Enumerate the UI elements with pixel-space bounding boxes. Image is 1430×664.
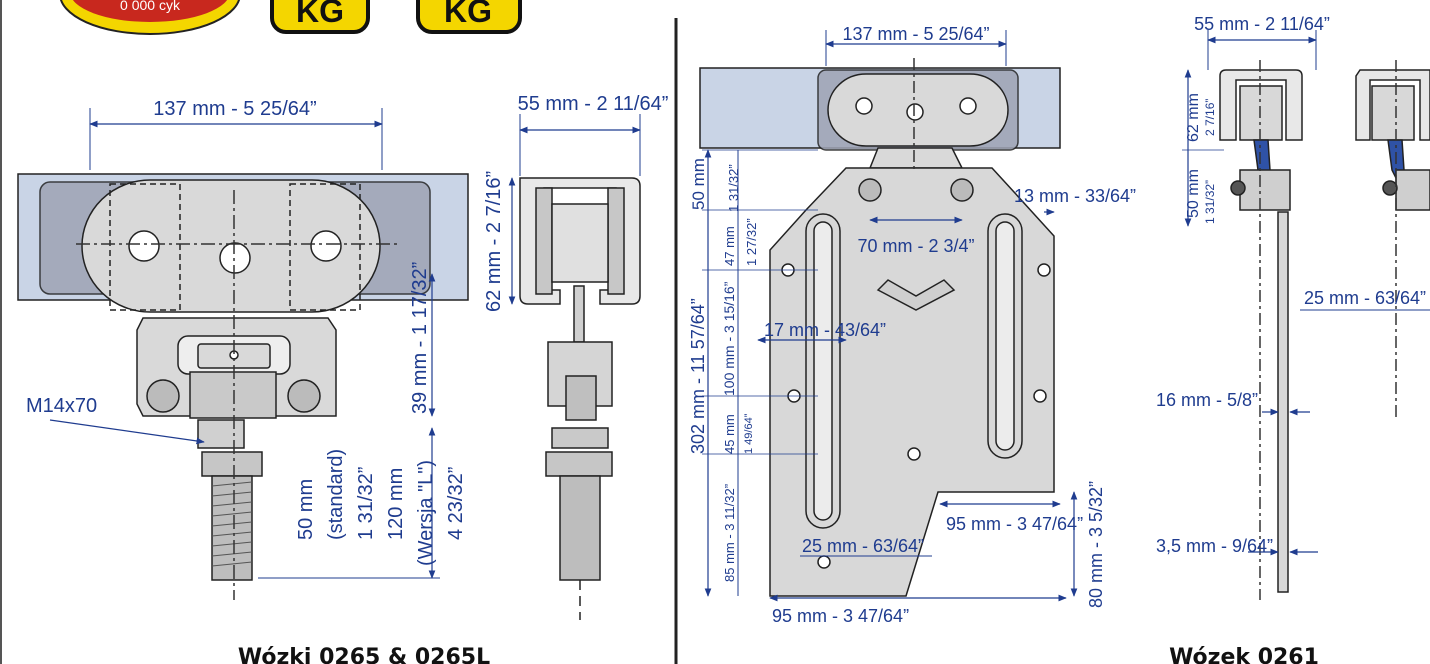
weight-badge-1: KG [270,0,370,34]
dim-mid-17: 17 mm - 43/64” [757,320,886,344]
trolley-0261-side-2 [1355,60,1430,420]
trolley-side-view [519,177,641,620]
dim-mid-13: 13 mm - 33/64” [1014,186,1136,216]
svg-text:47 mm: 47 mm [722,226,737,266]
trolley-0261-side [1219,60,1303,600]
svg-text:1 49/64”: 1 49/64” [743,413,755,454]
dim-mid-95-inner: 95 mm - 3 47/64” [939,500,1083,534]
dim-left-137: 137 mm - 5 25/64” [89,98,383,170]
svg-text:302 mm - 11 57/64”: 302 mm - 11 57/64” [688,298,708,454]
dim-left-55: 55 mm - 2 11/64” [518,93,669,176]
svg-text:100 mm - 3 15/16”: 100 mm - 3 15/16” [721,281,737,396]
svg-text:70 mm - 2 3/4”: 70 mm - 2 3/4” [857,236,974,256]
weight-badge-2: KG [416,0,522,34]
dim-left-39: 39 mm - 1 17/32” [409,262,436,417]
svg-text:137 mm - 5 25/64”: 137 mm - 5 25/64” [842,24,989,44]
svg-text:2 7/16”: 2 7/16” [1203,99,1217,136]
svg-text:50 mm: 50 mm [689,158,708,210]
dim-mid-80: 80 mm - 3 5/32” [1070,481,1106,608]
dim-mid-vertical-stack: 50 mm 1 31/32” 47 mm 1 27/32” 302 mm - 1… [688,149,818,597]
dim-left-50-120: 50 mm (standard) 1 31/32” 120 mm (Wersja… [258,427,467,579]
svg-text:16 mm - 5/8”: 16 mm - 5/8” [1156,390,1258,410]
dim-mid-137: 137 mm - 5 25/64” [825,24,1007,66]
svg-text:17 mm - 43/64”: 17 mm - 43/64” [764,320,886,340]
svg-text:55 mm - 2 11/64”: 55 mm - 2 11/64” [518,93,669,115]
svg-text:85 mm - 3 11/32”: 85 mm - 3 11/32” [722,484,737,582]
mounting-plate [699,58,1061,597]
svg-text:1 31/32”: 1 31/32” [355,467,377,540]
svg-text:13 mm - 33/64”: 13 mm - 33/64” [1014,186,1136,206]
svg-text:1 31/32”: 1 31/32” [726,164,741,212]
svg-text:55 mm - 2 11/64”: 55 mm - 2 11/64” [1194,14,1330,34]
dim-mid-95-bottom: 95 mm - 3 47/64” [769,594,1067,626]
svg-text:KG: KG [444,0,492,29]
dim-right-16: 16 mm - 5/8” [1156,390,1310,416]
svg-text:95 mm - 3 47/64”: 95 mm - 3 47/64” [946,514,1083,534]
svg-text:4 23/32”: 4 23/32” [445,467,467,540]
svg-text:120 mm: 120 mm [385,468,407,540]
dim-right-3-5: 3,5 mm - 9/64” [1156,536,1318,556]
svg-text:(Wersja "L"): (Wersja "L") [415,460,437,566]
svg-text:3,5 mm - 9/64”: 3,5 mm - 9/64” [1156,536,1273,556]
caption-left: Wózki 0265 & 0265L [238,645,490,664]
svg-text:25 mm - 63/64”: 25 mm - 63/64” [1304,288,1426,308]
svg-text:62 mm - 2 7/16”: 62 mm - 2 7/16” [483,171,505,312]
dim-right-55: 55 mm - 2 11/64” [1194,14,1330,70]
caption-right: Wózek 0261 [1169,645,1319,664]
dim-mid-70: 70 mm - 2 3/4” [857,216,975,256]
dim-right-25: 25 mm - 63/64” [1300,288,1430,311]
svg-text:0 000 cyk: 0 000 cyk [120,0,181,13]
cycles-badge: 0 000 cyk [59,0,241,35]
svg-text:1 31/32”: 1 31/32” [1203,180,1217,224]
dim-right-62-50: 62 mm 2 7/16” 50 mm 1 31/32” [1182,69,1224,227]
svg-text:39 mm - 1 17/32”: 39 mm - 1 17/32” [409,262,431,414]
trolley-front-view [17,173,469,600]
svg-text:25 mm - 63/64”: 25 mm - 63/64” [802,536,924,556]
svg-text:95 mm - 3 47/64”: 95 mm - 3 47/64” [772,606,909,626]
svg-text:M14x70: M14x70 [26,395,97,417]
dim-mid-25: 25 mm - 63/64” [800,536,932,557]
svg-text:KG: KG [296,0,344,29]
svg-text:137 mm - 5 25/64”: 137 mm - 5 25/64” [153,98,316,120]
bolt-callout: M14x70 [26,395,205,445]
svg-text:1 27/32”: 1 27/32” [744,218,759,266]
dim-left-62: 62 mm - 2 7/16” [483,171,516,312]
svg-text:45 mm: 45 mm [722,414,737,454]
svg-text:50 mm: 50 mm [1185,169,1202,218]
svg-text:80 mm - 3 5/32”: 80 mm - 3 5/32” [1086,481,1106,608]
svg-text:62 mm: 62 mm [1185,93,1202,142]
svg-text:50 mm: 50 mm [295,479,317,540]
svg-text:(standard): (standard) [325,449,347,540]
